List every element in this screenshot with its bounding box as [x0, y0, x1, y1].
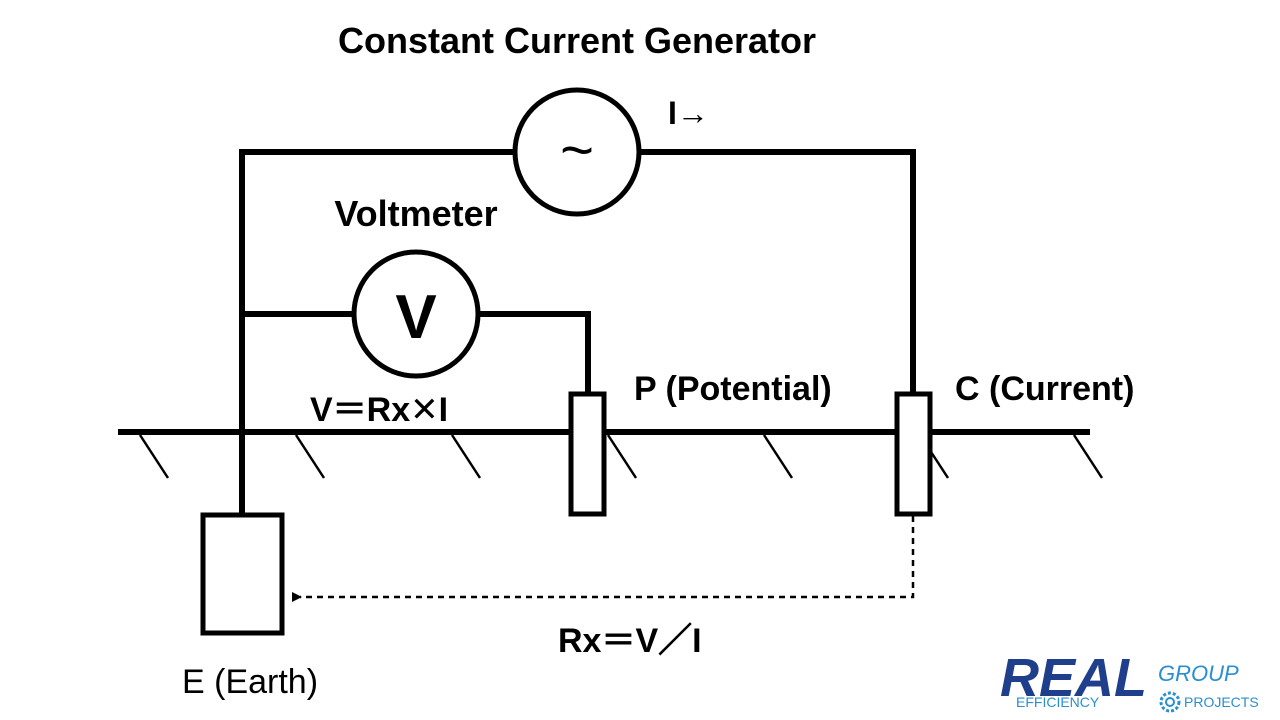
logo-tagline-left: EFFICIENCY	[1016, 694, 1100, 710]
voltmeter-label: Voltmeter	[334, 193, 497, 234]
voltmeter-symbol	[351, 249, 481, 379]
potential-electrode	[568, 391, 607, 517]
resistance-equation: Rx＝V／I	[558, 622, 702, 660]
voltage-equation: V＝Rx✕I	[310, 391, 448, 429]
return-path-arrow	[292, 516, 915, 602]
logo-brand-text: REAL	[1000, 648, 1147, 708]
logo-tagline-right: PROJECTS	[1184, 694, 1259, 710]
ground-hatching	[138, 434, 1104, 479]
generator-symbol	[512, 87, 642, 217]
voltmeter-wire-right	[475, 311, 591, 397]
gear-icon	[1159, 691, 1181, 713]
voltmeter-v-letter: V	[395, 283, 436, 352]
logo-group-text: GROUP	[1158, 661, 1239, 686]
potential-electrode-label: P (Potential)	[634, 370, 832, 408]
earth-electrode-label: E (Earth)	[182, 663, 318, 701]
current-arrow-label: I→	[668, 95, 709, 131]
diagram-title: Constant Current Generator	[338, 20, 816, 61]
earth-electrode	[200, 512, 285, 636]
real-group-logo: REAL GROUP EFFICIENCY PROJECTS	[1000, 648, 1259, 713]
generator-wire-left	[239, 149, 518, 516]
current-electrode	[894, 391, 933, 517]
generator-wave-icon: ~	[560, 118, 594, 183]
current-electrode-label: C (Current)	[955, 370, 1134, 408]
generator-wire-right	[636, 149, 916, 397]
